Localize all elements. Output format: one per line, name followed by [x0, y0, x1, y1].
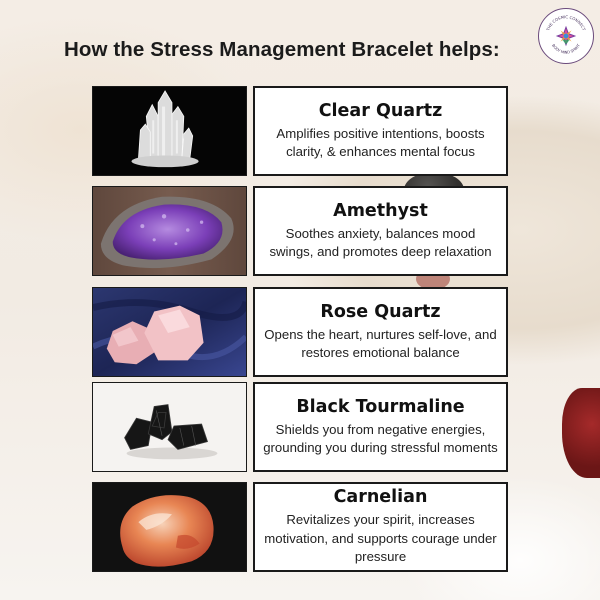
crystal-card: Amethyst Soothes anxiety, balances mood … — [253, 186, 508, 276]
crystal-name: Carnelian — [333, 487, 428, 508]
page-title: How the Stress Management Bracelet helps… — [64, 38, 500, 61]
crystal-name: Black Tourmaline — [296, 396, 465, 417]
crystal-card: Clear Quartz Amplifies positive intentio… — [253, 86, 508, 176]
crystal-card: Black Tourmaline Shields you from negati… — [253, 382, 508, 472]
amethyst-geode-image — [92, 186, 247, 276]
background-red-bead — [562, 388, 600, 478]
crystal-name: Rose Quartz — [320, 301, 441, 322]
crystal-name: Amethyst — [333, 200, 428, 221]
crystal-name: Clear Quartz — [318, 100, 443, 121]
crystal-description: Amplifies positive intentions, boosts cl… — [276, 125, 485, 160]
crystal-row-clear-quartz: Clear Quartz Amplifies positive intentio… — [92, 86, 508, 176]
crystal-card: Rose Quartz Opens the heart, nurtures se… — [253, 287, 508, 377]
carnelian-stone-image — [92, 482, 247, 572]
crystal-row-rose-quartz: Rose Quartz Opens the heart, nurtures se… — [92, 287, 508, 377]
crystal-row-carnelian: Carnelian Revitalizes your spirit, incre… — [92, 482, 508, 572]
crystal-description: Shields you from negative energies, grou… — [263, 421, 498, 456]
brand-logo: THE COSMIC CONNECT BODY MIND SPIRIT — [538, 8, 594, 64]
rose-quartz-chunks-image — [92, 287, 247, 377]
crystal-card: Carnelian Revitalizes your spirit, incre… — [253, 482, 508, 572]
black-tourmaline-pieces-image — [92, 382, 247, 472]
crystal-row-amethyst: Amethyst Soothes anxiety, balances mood … — [92, 186, 508, 276]
crystal-row-black-tourmaline: Black Tourmaline Shields you from negati… — [92, 382, 508, 472]
crystal-description: Soothes anxiety, balances mood swings, a… — [269, 225, 492, 260]
crystal-description: Revitalizes your spirit, increases motiv… — [264, 512, 497, 565]
lotus-star-logo-icon: THE COSMIC CONNECT BODY MIND SPIRIT — [545, 14, 587, 54]
crystal-description: Opens the heart, nurtures self-love, and… — [264, 326, 497, 361]
clear-quartz-cluster-image — [92, 86, 247, 176]
